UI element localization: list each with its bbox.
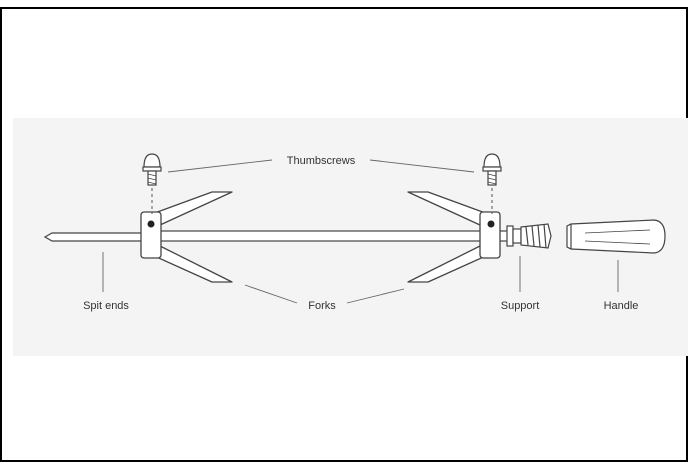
thumbscrew-left-collar bbox=[142, 166, 162, 172]
support-neck bbox=[512, 228, 522, 244]
thumbscrew-right-head bbox=[483, 153, 501, 168]
thumbscrew-right-collar bbox=[482, 166, 502, 172]
leader-forks-right bbox=[346, 288, 405, 304]
thumbscrew-left-head bbox=[143, 153, 161, 168]
leader-thumbscrews-left bbox=[167, 159, 273, 173]
handle-body bbox=[566, 219, 666, 254]
spit-end-left bbox=[43, 232, 153, 242]
spit-rod-main bbox=[159, 230, 491, 242]
thumbscrew-right-threads bbox=[487, 173, 497, 185]
right-fork-collar bbox=[479, 211, 501, 259]
support-flange bbox=[506, 225, 514, 247]
label-handle: Handle bbox=[604, 300, 639, 312]
left-fork bbox=[140, 191, 233, 283]
handle bbox=[566, 219, 666, 254]
right-fork bbox=[407, 191, 501, 283]
thumbscrew-right bbox=[482, 153, 502, 186]
left-fork-screw-hole bbox=[147, 220, 155, 228]
handle-grip-lines bbox=[584, 229, 651, 245]
thumbscrew-left bbox=[142, 153, 162, 186]
label-spit-ends: Spit ends bbox=[83, 300, 129, 312]
right-fork-screw-hole bbox=[487, 220, 495, 228]
label-forks: Forks bbox=[308, 300, 336, 312]
label-support: Support bbox=[501, 300, 540, 312]
leader-forks-left bbox=[244, 284, 298, 304]
thumbscrew-left-threads bbox=[147, 173, 157, 185]
spit-rod bbox=[43, 230, 509, 242]
leader-thumbscrews-right bbox=[369, 159, 475, 173]
support bbox=[506, 223, 552, 249]
left-fork-collar bbox=[140, 211, 162, 259]
support-threads bbox=[525, 223, 547, 249]
leader-lines bbox=[102, 159, 619, 304]
label-thumbscrews: Thumbscrews bbox=[287, 155, 356, 167]
